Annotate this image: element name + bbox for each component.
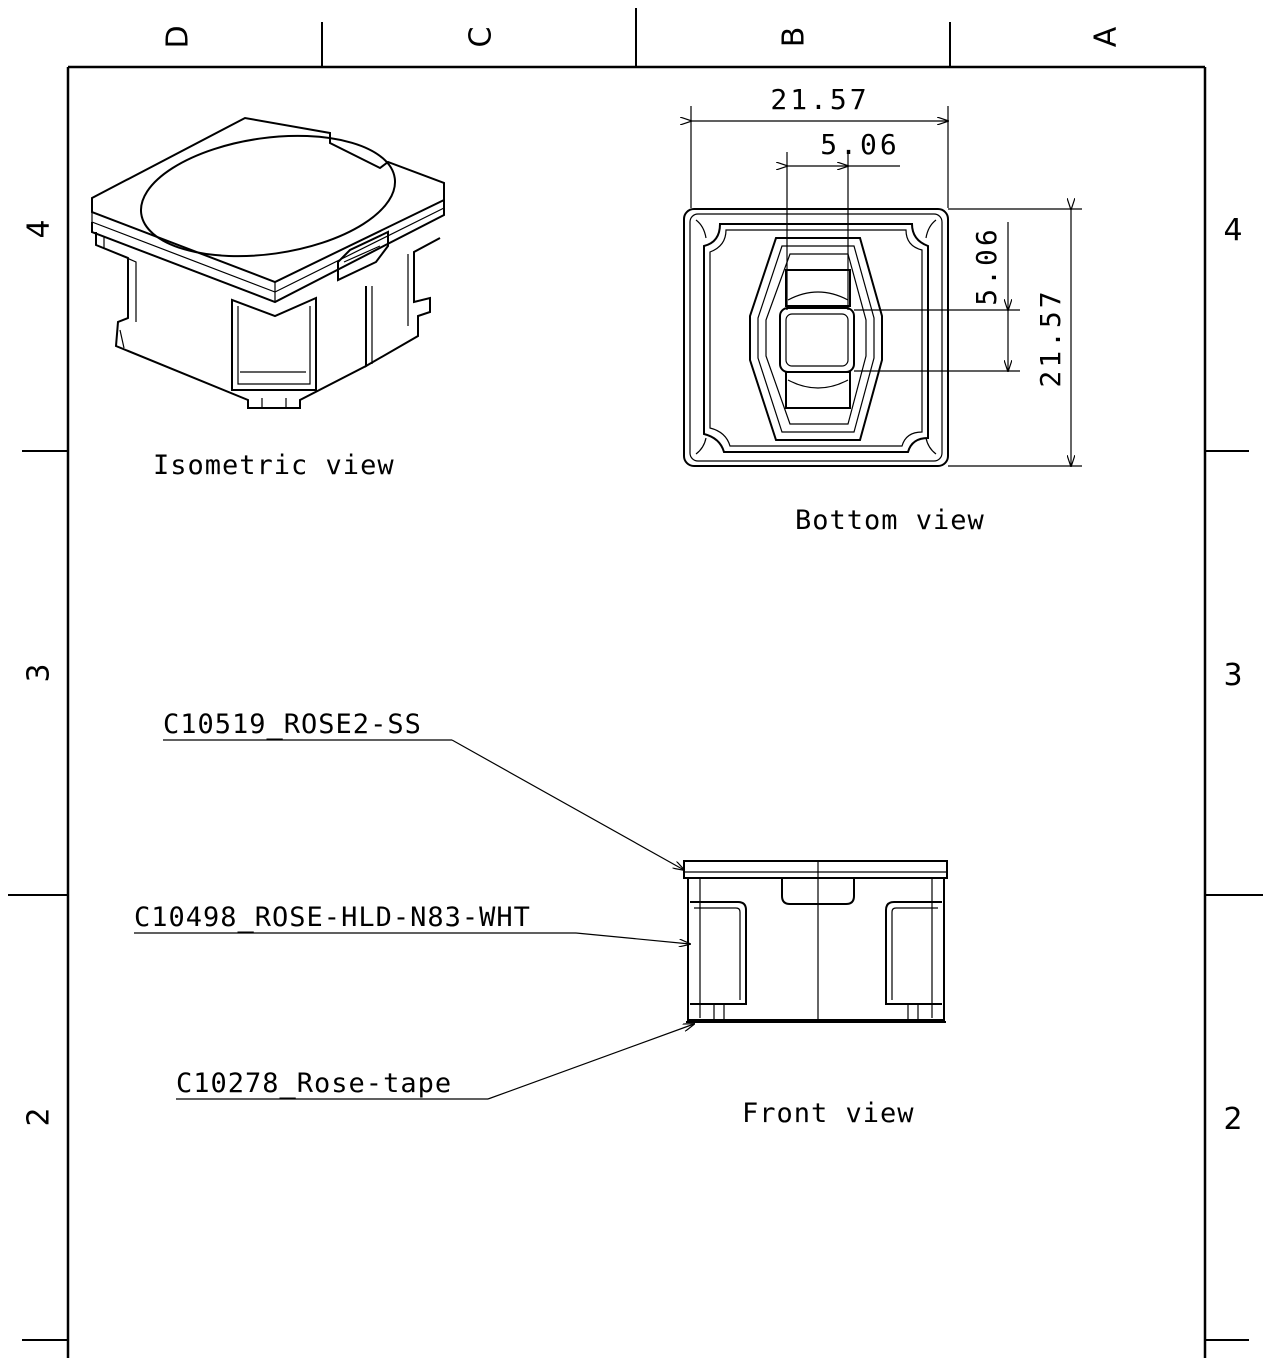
zone-row-labels-right: 4 3 2 [1223,213,1242,1137]
zone-label-c: C [464,27,499,48]
isometric-view-drawing [91,116,445,409]
zone-row-4-right: 4 [1223,213,1242,248]
callout-part-3: C10278_Rose-tape [176,1068,452,1099]
zone-row-2-right: 2 [1223,1102,1242,1137]
zone-row-2-left: 2 [22,1107,57,1126]
dim-height-overall: 21.57 [1034,288,1067,387]
isometric-view-label: Isometric view [153,450,395,481]
zone-column-labels: D C B A [161,25,1124,48]
bottom-view-label: Bottom view [795,505,985,536]
zone-label-b: B [777,27,812,48]
zone-row-3-right: 3 [1223,658,1242,693]
callout-part-1: C10519_ROSE2-SS [163,709,422,740]
dim-width-overall: 21.57 [770,83,869,116]
callout-leaders [134,739,694,1100]
zone-row-labels-left: 4 3 2 [22,219,57,1126]
zone-row-3-left: 3 [22,663,57,682]
zone-label-a: A [1089,26,1124,47]
zone-row-4-left: 4 [22,219,57,238]
dimension-lines [691,106,1082,466]
front-view-label: Front view [742,1098,915,1129]
zone-label-d: D [161,25,196,48]
front-view-drawing [683,860,948,1023]
bottom-view-drawing [683,208,949,467]
dim-height-inner: 5.06 [970,226,1003,305]
dim-width-inner: 5.06 [820,128,899,161]
callout-part-2: C10498_ROSE-HLD-N83-WHT [134,902,531,933]
sheet-border [8,8,1263,1358]
